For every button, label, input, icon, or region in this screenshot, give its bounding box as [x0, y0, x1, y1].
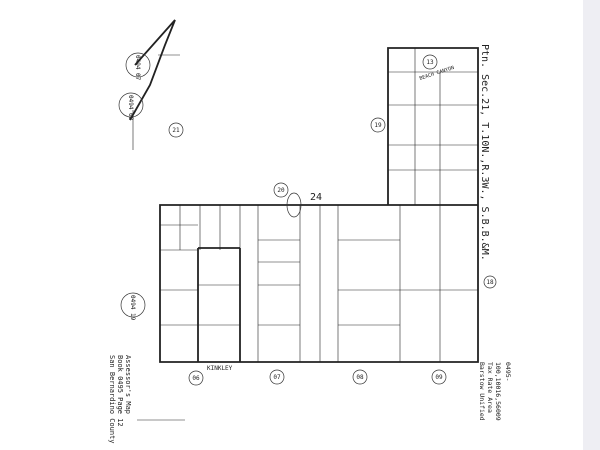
svg-text:San Bernardino County: San Bernardino County — [108, 355, 116, 444]
svg-text:20: 20 — [277, 187, 285, 194]
street-beach-canyon: BEACH CANYON — [419, 65, 455, 82]
street-kinkley: KINKLEY — [207, 365, 233, 372]
map-title: Ptn. Sec.21, T.10N.,R.3W., S.B.B.&M. — [479, 44, 490, 261]
block-labels: 13 19 20 21 18 06 07 08 09 24 — [168, 54, 497, 386]
svg-text:21: 21 — [172, 127, 180, 134]
svg-text:0494 07: 0494 07 — [134, 55, 141, 81]
svg-text:Tax Rate Area: Tax Rate Area — [486, 362, 494, 413]
svg-text:Barstow Unified: Barstow Unified — [478, 362, 486, 421]
adjacent-page-labels: 0494 07 0494 08 0494 19 — [118, 52, 151, 321]
svg-text:100,10016,56009: 100,10016,56009 — [494, 362, 502, 421]
svg-text:0495-: 0495- — [504, 362, 512, 382]
svg-text:0494 19: 0494 19 — [129, 295, 136, 321]
svg-text:18: 18 — [486, 279, 494, 286]
svg-text:07: 07 — [273, 374, 281, 381]
parcel-boundaries — [129, 19, 479, 421]
svg-text:Assessor's Map: Assessor's Map — [124, 355, 132, 414]
svg-text:13: 13 — [426, 59, 434, 66]
svg-text:24: 24 — [310, 192, 322, 203]
svg-text:06: 06 — [192, 375, 200, 382]
svg-text:19: 19 — [374, 122, 382, 129]
svg-text:08: 08 — [356, 374, 364, 381]
scrollbar-strip — [583, 0, 600, 450]
svg-text:Book 0495 Page 12: Book 0495 Page 12 — [116, 355, 124, 427]
assessor-map-caption: Assessor's Map Book 0495 Page 12 San Ber… — [108, 355, 132, 444]
svg-text:09: 09 — [435, 374, 443, 381]
tax-rate-block: Barstow Unified Tax Rate Area 100,10016,… — [478, 362, 512, 421]
svg-text:0494 08: 0494 08 — [127, 95, 134, 121]
